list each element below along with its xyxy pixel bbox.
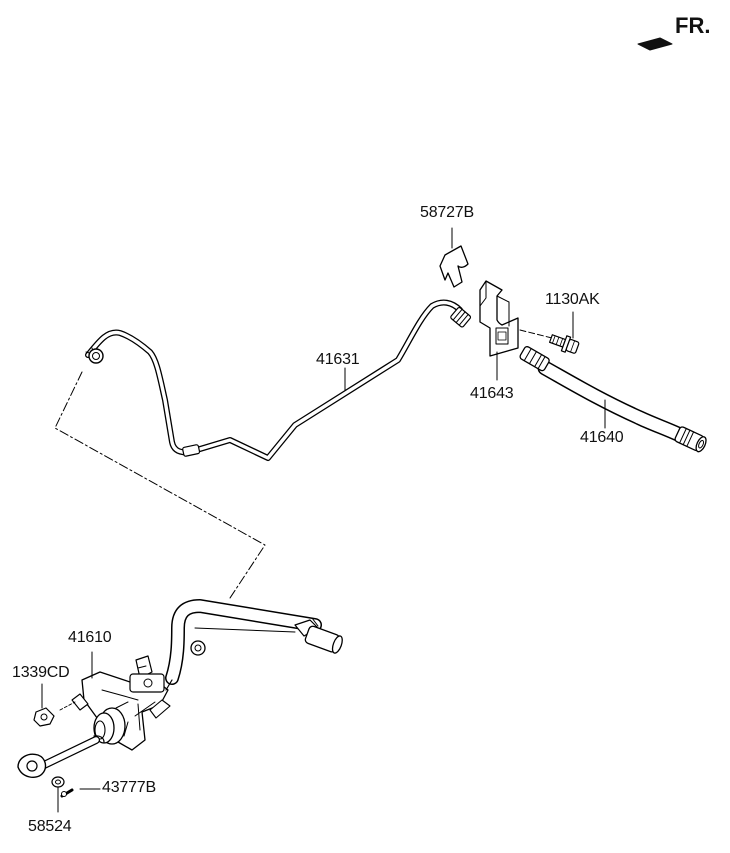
label-41610: 41610	[68, 629, 112, 646]
label-41640: 41640	[580, 429, 624, 446]
washer-58524	[51, 776, 65, 813]
clip-58727B	[439, 227, 469, 288]
label-41631: 41631	[316, 351, 360, 368]
nut-1339CD	[33, 683, 55, 727]
master-cylinder-41610	[17, 599, 343, 779]
bracket-41643	[479, 280, 519, 381]
label-58524: 58524	[28, 818, 72, 835]
bolt-1130AK	[519, 311, 580, 354]
dashed-connection-line	[54, 371, 266, 599]
clutch-tube	[85, 299, 472, 461]
label-1130AK: 1130AK	[545, 291, 600, 308]
label-1339CD: 1339CD	[12, 664, 70, 681]
label-43777B: 43777B	[102, 779, 156, 796]
front-arrow-icon	[637, 37, 673, 51]
label-58727B: 58727B	[420, 204, 474, 221]
hose-41640	[519, 346, 707, 453]
label-41643: 41643	[470, 385, 514, 402]
front-direction-label: FR.	[675, 13, 711, 38]
pin-43777B	[60, 788, 101, 798]
